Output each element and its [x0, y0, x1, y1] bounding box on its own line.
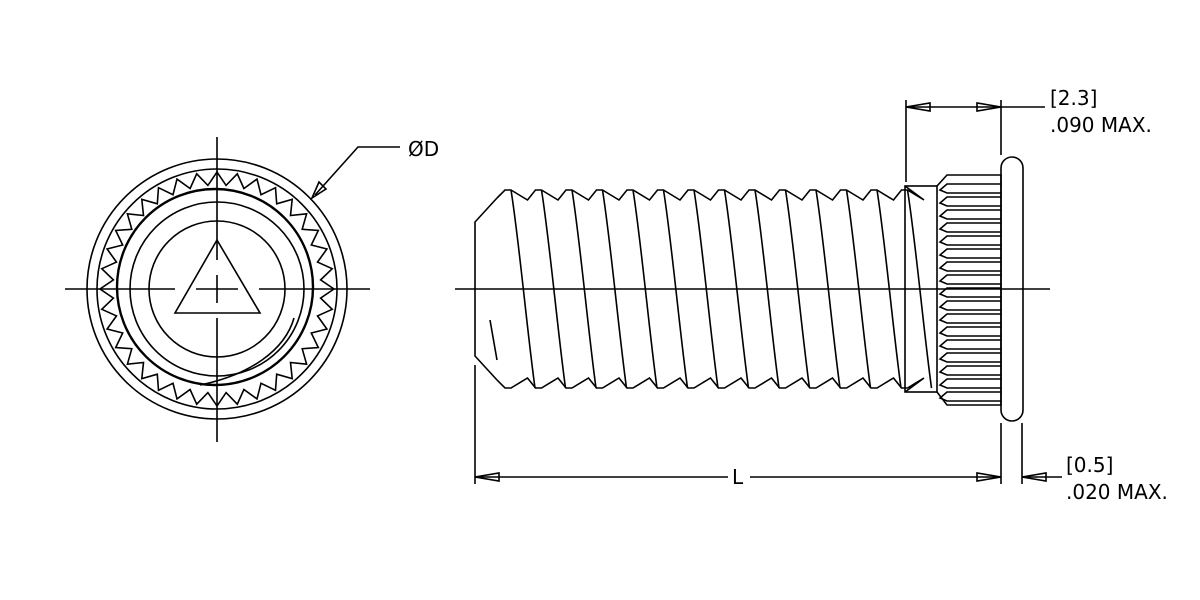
thread-flank — [906, 189, 933, 389]
arrow-icon — [905, 102, 931, 112]
arrow-icon — [976, 472, 1002, 482]
serration — [938, 196, 1001, 207]
thread-flank — [784, 189, 811, 389]
leader-arrow — [310, 180, 328, 201]
triangle-mark-icon — [173, 238, 262, 314]
thread-flank — [662, 189, 689, 389]
flange-inch: .020 MAX. — [1066, 480, 1168, 504]
thread-flank — [571, 189, 597, 389]
serration — [938, 352, 1001, 363]
serration — [938, 274, 1001, 285]
length-label: L — [732, 465, 744, 489]
thread-flank — [845, 189, 872, 389]
serration — [938, 183, 1001, 194]
thread-flank — [723, 189, 750, 389]
serration — [938, 209, 1001, 220]
serration — [938, 235, 1001, 246]
serration — [938, 222, 1001, 233]
side-view: [2.3] .090 MAX. L [0.5] .020 MAX. — [455, 86, 1168, 504]
head-height-inch: .090 MAX. — [1050, 113, 1152, 137]
centerlines — [65, 137, 370, 442]
thread-flank — [876, 189, 902, 389]
knurl-serrations — [938, 183, 1001, 402]
serration — [938, 287, 1001, 298]
thread-flanks — [510, 189, 933, 389]
thread-flank — [632, 189, 658, 389]
flange-metric: [0.5] — [1066, 453, 1113, 477]
arrow-icon — [976, 102, 1002, 112]
diameter-label: ØD — [408, 137, 439, 161]
serration — [938, 313, 1001, 324]
thread-flank — [754, 189, 780, 389]
thread-flank — [601, 189, 628, 389]
thread-start — [489, 319, 498, 361]
head-height-metric: [2.3] — [1050, 86, 1097, 110]
serration — [938, 365, 1001, 376]
thread-start-arc — [199, 317, 295, 386]
thread-flank — [510, 189, 536, 389]
thread-flank — [540, 189, 567, 389]
serration — [938, 378, 1001, 389]
serration — [938, 300, 1001, 311]
diameter-leader — [314, 146, 400, 196]
thread-flank — [693, 189, 719, 389]
end-view: ØD — [65, 137, 439, 442]
thread-flank — [815, 189, 841, 389]
serration — [938, 339, 1001, 350]
arrow-icon — [474, 472, 500, 482]
thread-profile — [496, 185, 925, 393]
thread-major-circle — [115, 187, 315, 387]
serration — [938, 326, 1001, 337]
serration — [938, 248, 1001, 259]
serration — [938, 261, 1001, 272]
arrow-icon — [1021, 472, 1047, 482]
serration — [938, 391, 1001, 402]
